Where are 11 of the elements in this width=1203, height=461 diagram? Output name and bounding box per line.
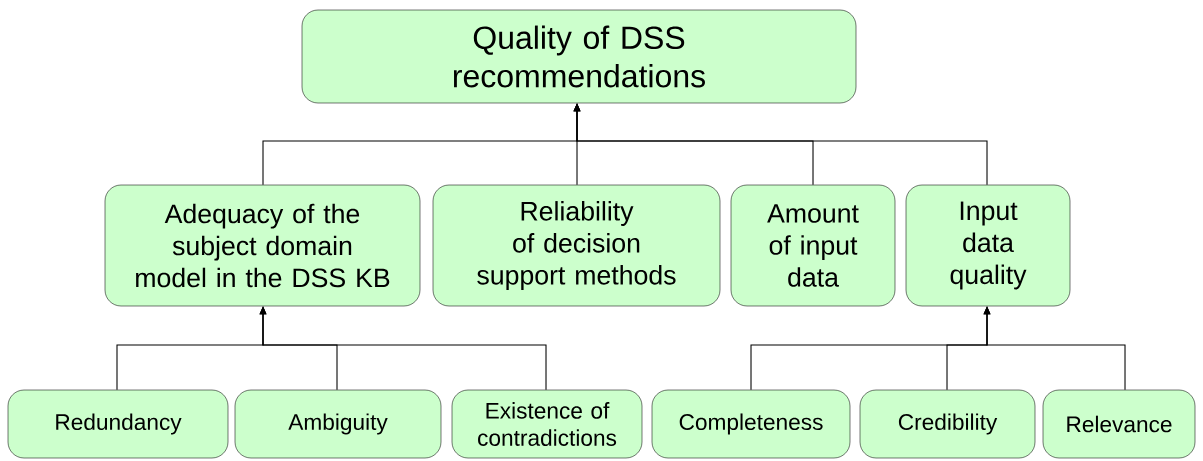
factor-box: Reliability of decision support methods: [432, 184, 721, 307]
factor-box: Existence of contradictions: [451, 389, 643, 459]
factor-box: Credibility: [859, 389, 1036, 459]
factor-box: Input data quality: [905, 184, 1071, 307]
factor-box: Ambiguity: [234, 389, 442, 459]
factor-box: Relevance: [1042, 389, 1196, 459]
factor-box: Amount of input data: [730, 184, 896, 307]
factor-box: Redundancy: [7, 389, 229, 459]
factor-box: Completeness: [651, 389, 851, 459]
factor-box: Quality of DSS recommendations: [301, 9, 857, 104]
factor-box: Adequacy of the subject domain model in the DSS KB: [104, 184, 421, 307]
